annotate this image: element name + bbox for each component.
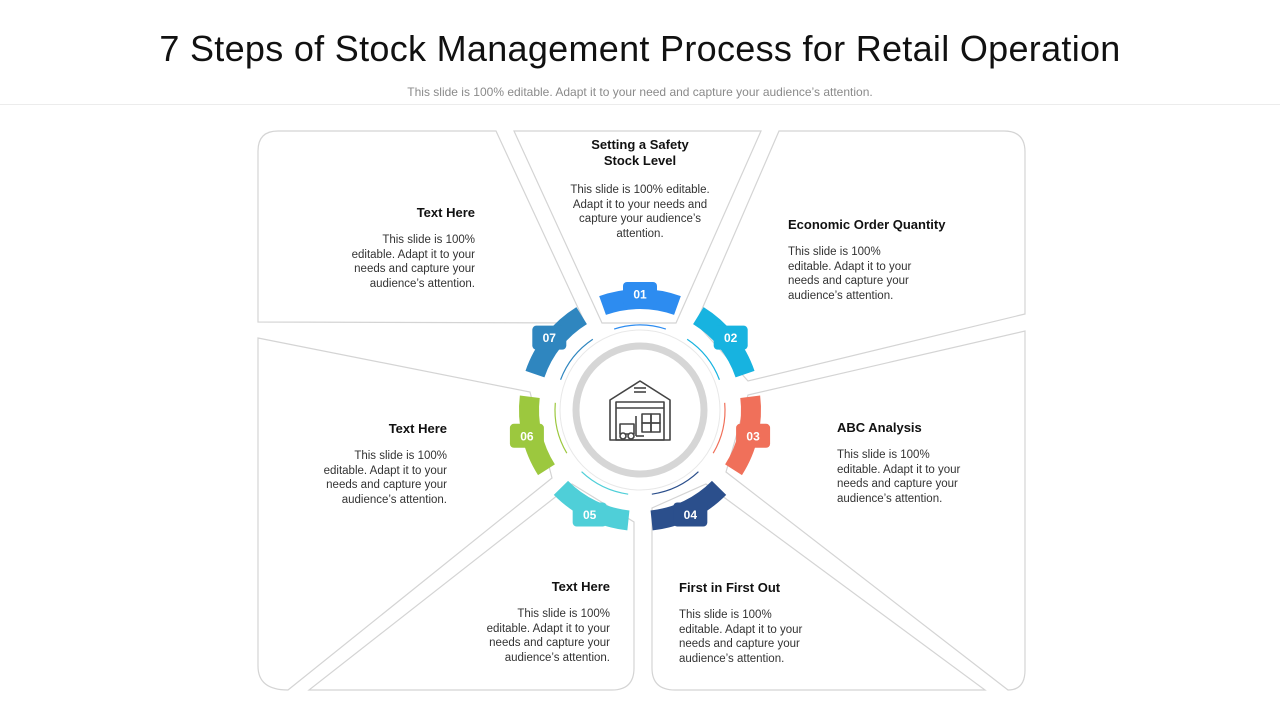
- step-tab-07: [532, 325, 567, 350]
- header-divider: [0, 104, 1280, 105]
- warehouse-forklift-icon: [609, 380, 671, 441]
- slide-subtitle: This slide is 100% editable. Adapt it to…: [407, 85, 873, 99]
- step-04-title: First in First Out: [679, 580, 781, 595]
- step-number-05: 05: [583, 508, 597, 522]
- step-number-04: 04: [684, 508, 698, 522]
- panel-step-03: [725, 330, 1026, 691]
- panel-step-01: [513, 130, 762, 324]
- ring-inner-accent-04: [651, 471, 699, 495]
- panel-step-05: [307, 483, 635, 691]
- panel-outlines: [257, 130, 1026, 691]
- panel-step-04: [651, 483, 987, 691]
- step-tab-01: [623, 282, 657, 306]
- step-tab-04: [673, 502, 708, 527]
- step-06-body: This slide is 100% editable. Adapt it to…: [323, 450, 447, 506]
- ring-inner-accent-07: [560, 338, 594, 380]
- step-number-07: 07: [543, 331, 557, 345]
- panel-step-02: [695, 130, 1026, 382]
- step-07-text: Text Here This slide is 100% editable. A…: [315, 205, 475, 291]
- ring-inner-accent-05: [581, 471, 629, 495]
- step-tab-06: [509, 423, 544, 448]
- step-02-text: Economic Order Quantity This slide is 10…: [788, 217, 988, 303]
- step-tab-03: [736, 423, 771, 448]
- step-02-title: Economic Order Quantity: [788, 217, 946, 232]
- step-tab-02: [713, 325, 748, 350]
- step-tab-05: [572, 502, 607, 527]
- panel-step-06: [257, 337, 553, 691]
- step-03-text: ABC Analysis This slide is 100% editable…: [837, 420, 997, 506]
- step-06-title: Text Here: [388, 421, 447, 436]
- step-07-title: Text Here: [416, 205, 475, 220]
- ring-inner-accent-06: [554, 402, 568, 454]
- step-04-text: First in First Out This slide is 100% ed…: [679, 580, 839, 666]
- ring-inner-accent-03: [712, 402, 726, 454]
- center-hub: [572, 342, 708, 478]
- step-number-01: 01: [633, 288, 647, 302]
- step-number-03: 03: [746, 429, 760, 443]
- step-01-title: Setting a Safety Stock Level: [591, 137, 689, 168]
- step-number-06: 06: [520, 429, 534, 443]
- step-05-body: This slide is 100% editable. Adapt it to…: [486, 608, 610, 664]
- slide-title: 7 Steps of Stock Management Process for …: [159, 28, 1121, 69]
- step-02-body: This slide is 100% editable. Adapt it to…: [788, 246, 912, 302]
- step-01-text: Setting a Safety Stock Level This slide …: [560, 137, 720, 241]
- gear-ring: 01 02 03 04 05 06 07: [509, 282, 771, 531]
- center-hub-outer: [559, 329, 721, 491]
- step-03-title: ABC Analysis: [837, 420, 922, 435]
- step-number-02: 02: [724, 331, 738, 345]
- step-06-text: Text Here This slide is 100% editable. A…: [287, 421, 447, 507]
- step-05-title: Text Here: [551, 579, 610, 594]
- step-04-body: This slide is 100% editable. Adapt it to…: [679, 609, 803, 665]
- step-07-body: This slide is 100% editable. Adapt it to…: [351, 234, 475, 290]
- step-05-text: Text Here This slide is 100% editable. A…: [450, 579, 610, 665]
- panel-step-07: [257, 130, 586, 324]
- ring-inner-accent-02: [686, 338, 720, 380]
- step-01-body: This slide is 100% editable. Adapt it to…: [570, 184, 710, 240]
- step-03-body: This slide is 100% editable. Adapt it to…: [837, 449, 961, 505]
- ring-inner-accent-01: [613, 324, 667, 330]
